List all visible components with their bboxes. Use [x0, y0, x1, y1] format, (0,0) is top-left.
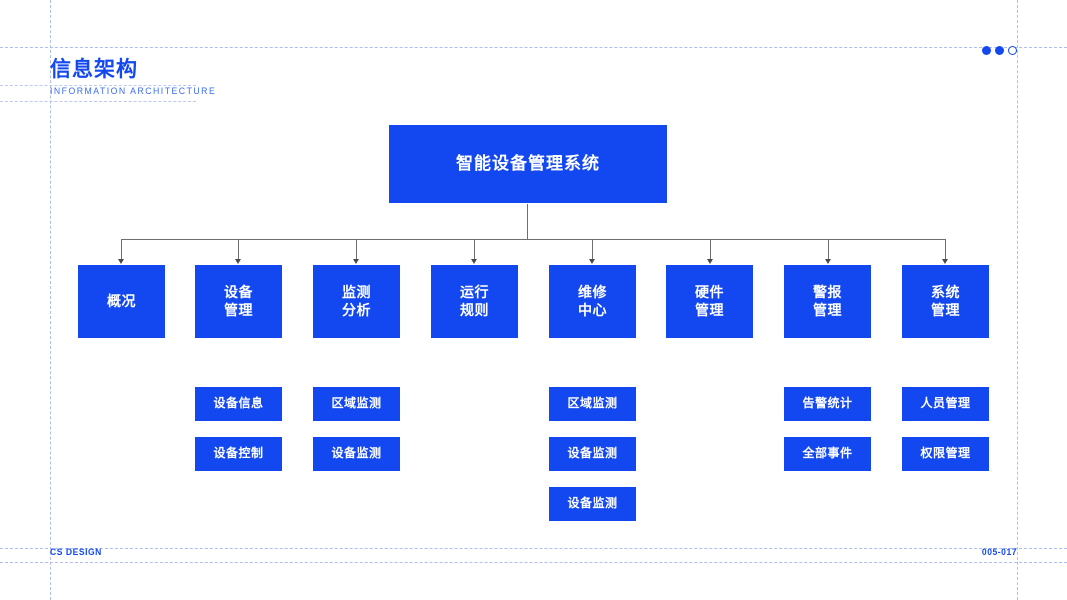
connector-arrow-4	[471, 259, 477, 264]
node-level2-label: 监测分析	[341, 283, 371, 318]
node-level2-operation-rules[interactable]: 运行规则	[431, 265, 518, 338]
node-level3-permission-management[interactable]: 权限管理	[902, 437, 989, 471]
connector-drop-1	[121, 239, 123, 260]
node-level2-system-management[interactable]: 系统管理	[902, 265, 989, 338]
footer-brand: CS DESIGN	[50, 547, 102, 558]
guide-line-left	[50, 0, 51, 600]
node-level3-label: 权限管理	[920, 446, 971, 461]
node-level2-label: 警报管理	[812, 283, 842, 318]
node-level2-monitoring-analysis[interactable]: 监测分析	[313, 265, 400, 338]
node-level3-area-monitoring[interactable]: 区域监测	[549, 387, 636, 421]
node-level3-all-events[interactable]: 全部事件	[784, 437, 871, 471]
node-level2-label: 系统管理	[930, 283, 960, 318]
node-level3-label: 区域监测	[567, 396, 618, 411]
node-level2-maintenance-center[interactable]: 维修中心	[549, 265, 636, 338]
node-level3-area-monitoring[interactable]: 区域监测	[313, 387, 400, 421]
guide-line-title-upper	[0, 85, 196, 86]
guide-line-right	[1017, 0, 1018, 600]
connector-arrow-7	[825, 259, 831, 264]
node-level3-label: 人员管理	[920, 396, 971, 411]
node-level3-device-info[interactable]: 设备信息	[195, 387, 282, 421]
connector-arrow-3	[353, 259, 359, 264]
node-level3-label: 区域监测	[331, 396, 382, 411]
node-level2-hardware-management[interactable]: 硬件管理	[666, 265, 753, 338]
pager-dot-1-icon[interactable]	[982, 46, 991, 55]
node-level2-device-management[interactable]: 设备管理	[195, 265, 282, 338]
connector-arrow-1	[118, 259, 124, 264]
connector-arrow-8	[942, 259, 948, 264]
node-level3-personnel-management[interactable]: 人员管理	[902, 387, 989, 421]
node-level3-label: 设备监测	[567, 446, 618, 461]
page-title-block: 信息架构 INFORMATION ARCHITECTURE	[50, 58, 231, 99]
connector-drop-7	[828, 239, 830, 260]
node-level3-alarm-statistics[interactable]: 告警统计	[784, 387, 871, 421]
connector-drop-6	[710, 239, 712, 260]
connector-arrow-2	[235, 259, 241, 264]
pager-dot-2-icon[interactable]	[995, 46, 1004, 55]
connector-drop-4	[474, 239, 476, 260]
node-level3-device-monitoring-2[interactable]: 设备监测	[549, 487, 636, 521]
node-level2-label: 概况	[107, 292, 136, 309]
connector-drop-2	[238, 239, 240, 260]
node-level3-device-monitoring[interactable]: 设备监测	[549, 437, 636, 471]
connector-arrow-6	[707, 259, 713, 264]
connector-drop-5	[592, 239, 594, 260]
guide-line-top	[0, 47, 1067, 48]
node-level3-label: 告警统计	[802, 396, 853, 411]
guide-line-footer-upper	[0, 548, 1067, 549]
node-level2-label: 硬件管理	[694, 283, 724, 318]
node-level2-label: 维修中心	[577, 283, 607, 318]
connector-drop-3	[356, 239, 358, 260]
footer-page-number: 005-017	[981, 547, 1017, 558]
node-level2-overview[interactable]: 概况	[78, 265, 165, 338]
node-level3-device-monitoring[interactable]: 设备监测	[313, 437, 400, 471]
pager-dot-3-icon[interactable]	[1008, 46, 1017, 55]
node-level2-label: 运行规则	[459, 283, 489, 318]
page-subtitle: INFORMATION ARCHITECTURE	[50, 86, 217, 97]
node-level3-device-control[interactable]: 设备控制	[195, 437, 282, 471]
node-level3-label: 设备控制	[213, 446, 264, 461]
node-level2-label: 设备管理	[223, 283, 253, 318]
connector-root-stem	[527, 204, 529, 240]
guide-line-footer-lower	[0, 562, 1067, 563]
connector-drop-8	[945, 239, 947, 260]
node-level2-alarm-management[interactable]: 警报管理	[784, 265, 871, 338]
node-level3-label: 设备监测	[567, 496, 618, 511]
pager-dots[interactable]	[982, 46, 1017, 55]
connector-bus	[121, 239, 946, 241]
page-title: 信息架构	[50, 58, 138, 81]
connector-arrow-5	[589, 259, 595, 264]
node-root[interactable]: 智能设备管理系统	[389, 125, 667, 203]
node-level3-label: 设备信息	[213, 396, 264, 411]
guide-line-title-lower	[0, 101, 196, 102]
node-level3-label: 设备监测	[331, 446, 382, 461]
node-root-label: 智能设备管理系统	[456, 154, 600, 174]
node-level3-label: 全部事件	[802, 446, 853, 461]
